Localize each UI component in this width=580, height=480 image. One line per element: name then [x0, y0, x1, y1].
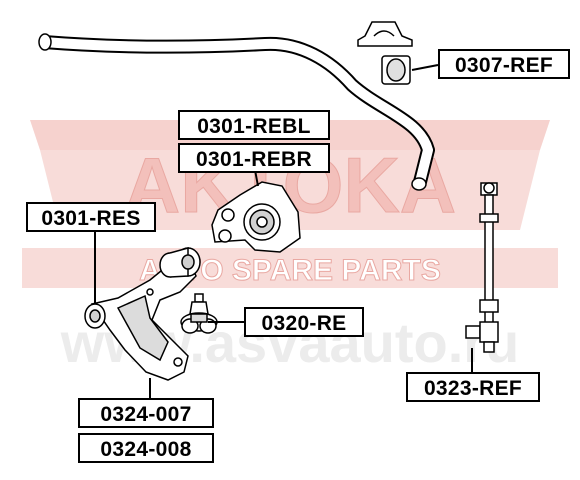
label-lower-arm-left: 0324-007	[78, 398, 214, 428]
ball-joint-part	[180, 293, 218, 334]
stabilizer-bar	[38, 33, 435, 191]
stabilizer-bushing-part	[357, 21, 413, 85]
stabilizer-link-part	[465, 182, 499, 353]
label-stabilizer-link: 0323-REF	[406, 372, 540, 402]
label-arm-bushing-right: 0301-REBR	[178, 143, 330, 173]
label-lower-arm-right: 0324-008	[78, 433, 214, 463]
label-ball-joint: 0320-RE	[244, 307, 364, 337]
lower-control-arm-part	[84, 247, 201, 381]
arm-bushing-bracket-part	[211, 181, 301, 253]
label-stabilizer-bushing: 0307-REF	[438, 49, 570, 79]
label-arm-bushing-front: 0301-RES	[26, 202, 156, 232]
label-arm-bushing-left: 0301-REBL	[178, 110, 330, 140]
leader-lines	[94, 64, 473, 398]
